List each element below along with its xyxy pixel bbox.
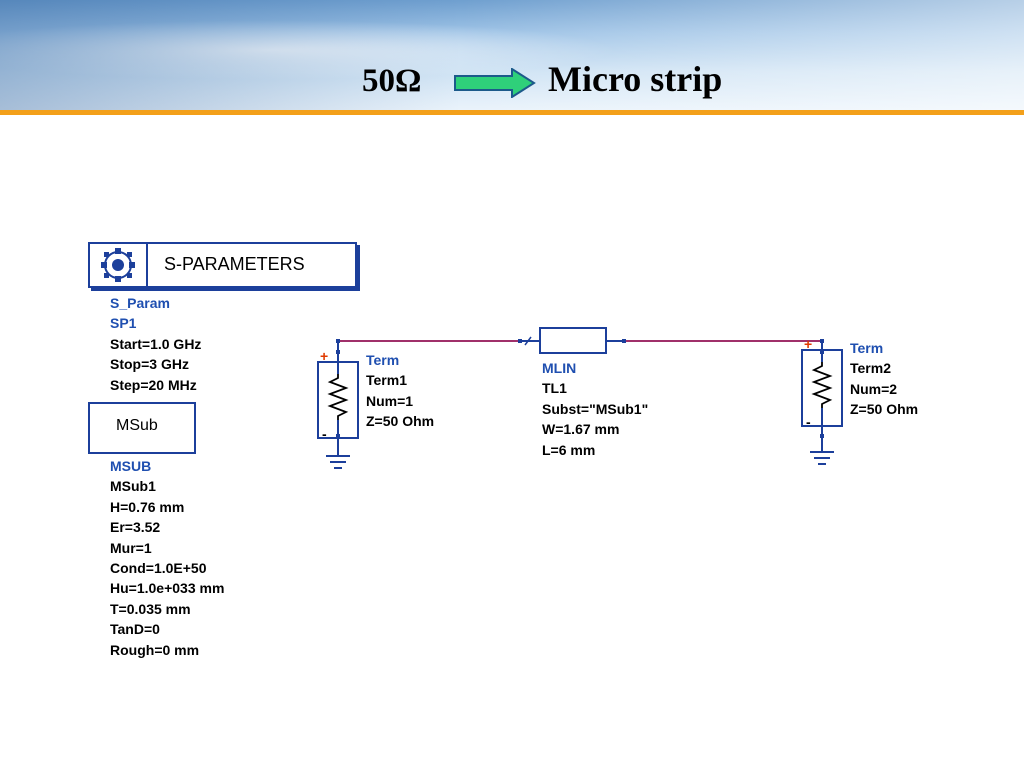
term2-plus-label: + xyxy=(804,336,813,352)
msub-t: T=0.035 mm xyxy=(110,601,191,617)
msub-type: MSUB xyxy=(110,458,152,474)
term2-minus-label: - xyxy=(806,414,811,430)
term1-num: Num=1 xyxy=(366,393,414,409)
term2-num: Num=2 xyxy=(850,381,898,397)
sparameters-title: S-PARAMETERS xyxy=(164,254,305,274)
term2-instance: Term2 xyxy=(850,360,891,376)
slide-header-banner xyxy=(0,0,1024,110)
term1-type: Term xyxy=(366,352,400,368)
term1-z: Z=50 Ohm xyxy=(366,413,435,429)
sparam-stop: Stop=3 GHz xyxy=(110,356,189,372)
msub-hu: Hu=1.0e+033 mm xyxy=(110,580,225,596)
term1-plus-label: + xyxy=(320,348,329,364)
sparameters-controller[interactable]: S-PARAMETERS xyxy=(88,242,357,288)
mlin-width: W=1.67 mm xyxy=(542,421,620,437)
mlin-type: MLIN xyxy=(542,360,577,376)
right-arrow-icon xyxy=(454,68,536,98)
msub-er: Er=3.52 xyxy=(110,519,161,535)
header-divider xyxy=(0,110,1024,115)
sparameters-gear-icon xyxy=(90,244,148,286)
msub-title: MSub xyxy=(116,417,158,434)
sparam-start: Start=1.0 GHz xyxy=(110,336,202,352)
title-impedance: 50Ω xyxy=(362,63,422,99)
msub-mur: Mur=1 xyxy=(110,540,152,556)
term1-symbol xyxy=(317,339,359,469)
term1-instance: Term1 xyxy=(366,372,407,388)
term2-type: Term xyxy=(850,340,884,356)
msub-component[interactable]: MSub xyxy=(88,402,196,454)
mlin-instance: TL1 xyxy=(542,380,567,396)
title-microstrip: Micro strip xyxy=(548,59,723,99)
mlin-subst: Subst="MSub1" xyxy=(542,401,649,417)
msub-cond: Cond=1.0E+50 xyxy=(110,560,207,576)
msub-h: H=0.76 mm xyxy=(110,499,185,515)
sparam-type: S_Param xyxy=(110,295,170,311)
msub-tand: TanD=0 xyxy=(110,621,160,637)
mlin-body xyxy=(539,327,607,354)
sparam-step: Step=20 MHz xyxy=(110,377,197,393)
term2-z: Z=50 Ohm xyxy=(850,401,919,417)
mlin-length: L=6 mm xyxy=(542,442,596,458)
term2-symbol xyxy=(801,339,843,465)
msub-instance: MSub1 xyxy=(110,478,156,494)
sparam-instance: SP1 xyxy=(110,315,137,331)
term1-minus-label: - xyxy=(322,426,327,442)
msub-rough: Rough=0 mm xyxy=(110,642,200,658)
